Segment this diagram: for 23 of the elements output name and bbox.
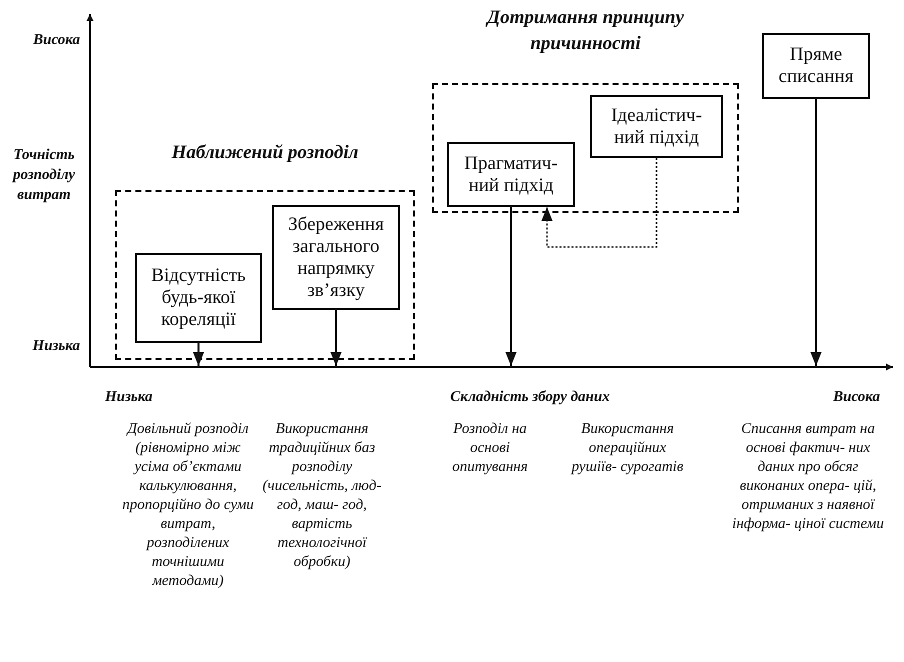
axis-title: Точність розподілу витрат — [11, 146, 76, 205]
arrow — [330, 310, 342, 366]
arrow — [810, 99, 822, 366]
axis-label: Висока — [32, 31, 80, 50]
description-text: Списання витрат на основі фактич- них даних про обсяг виконаних опера- цій, отриманих з наявної інформа- ціної системи — [731, 420, 885, 534]
concept-box: Пряме списання — [762, 33, 870, 99]
group-title: Дотримання принципу причинності — [484, 6, 685, 56]
axis-label: Висока — [832, 388, 880, 407]
concept-box: Прагматич- ний підхід — [447, 142, 575, 207]
arrow — [505, 207, 517, 366]
group-title: Наближений розподіл — [170, 141, 360, 165]
concept-box: Збереження загального напрямку зв’язку — [272, 205, 400, 310]
axis-label: Низька — [105, 388, 154, 407]
arrow — [192, 343, 204, 366]
axis-title: Складність збору даних — [449, 388, 611, 407]
dotted-arrow — [541, 158, 658, 248]
concept-box: Ідеалістич- ний підхід — [590, 95, 723, 158]
description-text: Розподіл на основі опитування — [451, 420, 529, 477]
concept-box: Відсутність будь-якої кореляції — [135, 253, 262, 343]
description-text: Використання традиційних баз розподілу (чисельність, люд-год, маш- год, вартість технологічної обробки) — [262, 420, 382, 572]
description-text: Використання операційних рушіїв- сурогатів — [570, 420, 684, 477]
description-text: Довільний розподіл (рівномірно між усіма об’єктами калькулювання, пропорційно до суми витрат, розподілених точнішими методами) — [121, 420, 255, 591]
axis-label: Низька — [32, 337, 80, 356]
